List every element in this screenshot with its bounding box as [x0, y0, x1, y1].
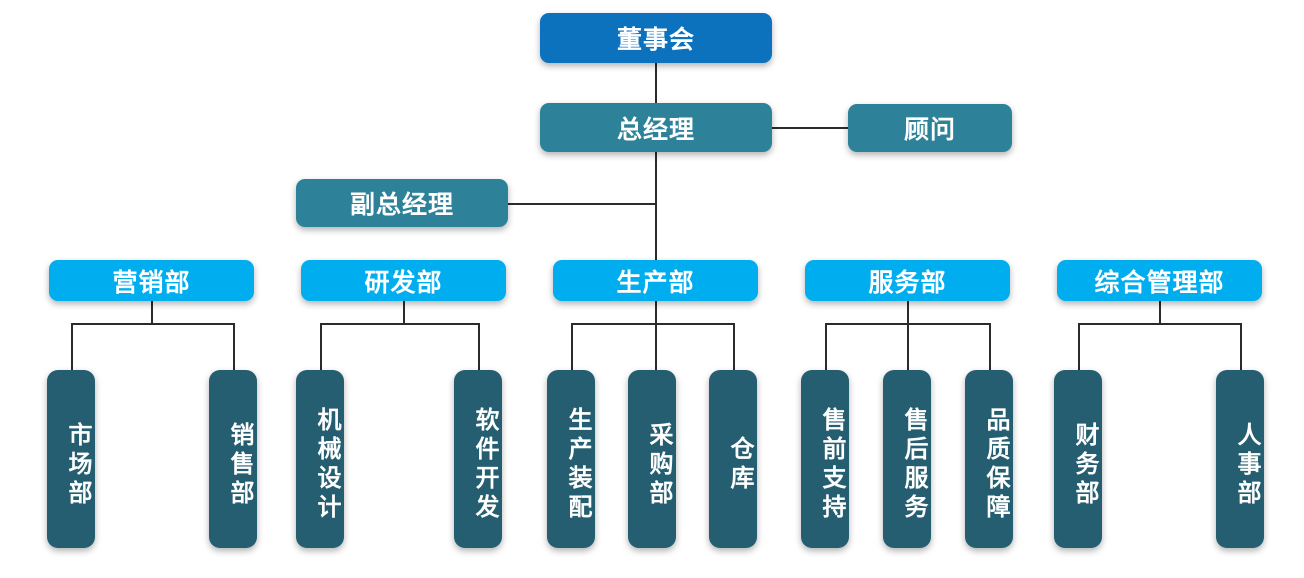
node-general-manager[interactable]: 总经理 [540, 103, 772, 152]
connector-dept-2-bus [571, 323, 733, 325]
connector-dept-0-child-0 [71, 323, 73, 370]
node-leaf-quality-assurance[interactable]: 品质保障 [965, 370, 1013, 548]
connector-dept-3-child-2 [989, 323, 991, 370]
connector-dept-2-child-0 [571, 323, 573, 370]
connector-dept-0-stem [151, 300, 153, 324]
node-department-production[interactable]: 生产部 [553, 260, 758, 301]
connector-board-to-gm [655, 62, 657, 104]
connector-dept-3-stem [907, 300, 909, 370]
node-department-general-admin[interactable]: 综合管理部 [1057, 260, 1262, 301]
connector-gm-spine [655, 152, 657, 260]
connector-gm-to-advisor [771, 127, 849, 129]
connector-dept-4-child-0 [1078, 323, 1080, 370]
connector-dept-1-child-1 [478, 323, 480, 370]
connector-deputy-to-spine [508, 203, 656, 205]
node-deputy-general-manager[interactable]: 副总经理 [296, 179, 508, 227]
connector-dept-0-bus [71, 323, 233, 325]
connector-dept-1-bus [320, 323, 480, 325]
node-leaf-sales[interactable]: 销售部 [209, 370, 257, 548]
node-department-marketing[interactable]: 营销部 [49, 260, 254, 301]
node-leaf-warehouse[interactable]: 仓库 [709, 370, 757, 548]
connector-dept-1-stem [403, 300, 405, 324]
node-advisor[interactable]: 顾问 [848, 104, 1012, 152]
connector-dept-2-stem [655, 300, 657, 370]
node-leaf-software-development[interactable]: 软件开发 [454, 370, 502, 548]
connector-dept-0-child-1 [233, 323, 235, 370]
connector-dept-4-child-1 [1240, 323, 1242, 370]
node-leaf-procurement[interactable]: 采购部 [628, 370, 676, 548]
node-department-service[interactable]: 服务部 [805, 260, 1010, 301]
connector-dept-3-bus [825, 323, 990, 325]
connector-dept-2-child-2 [733, 323, 735, 370]
node-leaf-aftersales-service[interactable]: 售后服务 [883, 370, 931, 548]
connector-dept-3-child-0 [825, 323, 827, 370]
connector-dept-4-bus [1078, 323, 1240, 325]
node-department-rnd[interactable]: 研发部 [301, 260, 506, 301]
connector-dept-1-child-0 [320, 323, 322, 370]
node-board[interactable]: 董事会 [540, 13, 772, 63]
node-leaf-presales-support[interactable]: 售前支持 [801, 370, 849, 548]
node-leaf-production-assembly[interactable]: 生产装配 [547, 370, 595, 548]
node-leaf-mechanical-design[interactable]: 机械设计 [296, 370, 344, 548]
connector-dept-4-stem [1159, 300, 1161, 324]
node-leaf-human-resources[interactable]: 人事部 [1216, 370, 1264, 548]
node-leaf-market[interactable]: 市场部 [47, 370, 95, 548]
node-leaf-finance[interactable]: 财务部 [1054, 370, 1102, 548]
